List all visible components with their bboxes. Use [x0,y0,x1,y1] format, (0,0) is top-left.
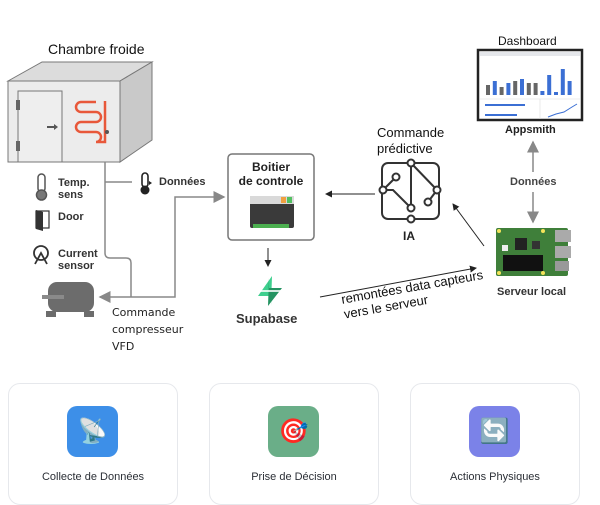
server-data-label: Données [510,176,557,188]
card-icon-tile: 🎯 [268,406,319,457]
refresh-icon: 🔄 [479,418,510,445]
dashboard-thumbnail-bar [547,75,552,95]
dashboard-thumbnail-bar [499,87,504,95]
current-sensor-label-line1: Current [58,248,98,260]
current-sensor-label-line2: sensor [58,260,95,272]
dashboard-thumbnail-bar [540,91,545,95]
appsmith-label: Appsmith [505,124,556,136]
card-label: Prise de Décision [251,471,337,483]
data-thermometer-icon [140,172,152,195]
satellite-dish-icon: 📡 [77,418,108,445]
control-box-label: Boitier de controle [228,160,314,188]
dashboard-thumbnail-bar [506,83,511,95]
controller-device-icon [250,196,294,228]
control-box-line2: de controle [238,174,304,188]
card-data-collection[interactable]: 📡 Collecte de Données [8,383,178,505]
dashboard-thumbnail-bar [567,81,572,95]
dashboard-thumbnail-bar [560,69,565,95]
local-server-label: Serveur local [497,286,567,298]
door-sensor-label: Door [58,211,84,223]
architecture-diagram [6,48,584,317]
predictive-command-line2: prédictive [377,141,433,156]
local-server-board-icon [496,228,571,276]
thermometer-icon [35,173,48,201]
dashboard-thumbnail-bar [526,83,531,95]
compressor-command-label: Commande compresseur VFD [112,304,183,355]
compressor-command-line2: compresseur [112,323,184,336]
current-sensor-label: Current sensor [58,248,98,272]
cold-room-title: Chambre froide [48,41,145,57]
card-label: Actions Physiques [450,471,540,483]
cold-room-icon [6,61,154,163]
compressor-command-line1: Commande [112,306,176,319]
card-label: Collecte de Données [41,471,145,483]
card-decision-making[interactable]: 🎯 Prise de Décision [209,383,379,505]
temp-sensor-label-line2: sens [58,189,84,201]
card-icon-tile: 🔄 [469,406,520,457]
ia-label: IA [403,229,415,243]
dashboard-thumbnail-bar [554,92,558,95]
supabase-label: Supabase [236,311,298,326]
supabase-logo-icon [258,276,282,306]
dashboard-thumbnail-bar [520,79,524,95]
temp-sensor-label: Temp. sens [58,177,90,201]
card-physical-actions[interactable]: 🔄 Actions Physiques [410,383,580,505]
compressor-icon [42,282,94,317]
dashboard-title: Dashboard [498,34,557,48]
target-dart-icon: 🎯 [278,418,309,445]
dashboard-thumbnail-bar [513,81,518,95]
predictive-command-label: Commande prédictive [377,125,444,157]
temp-sensor-label-line1: Temp. [58,177,90,189]
door-icon [35,210,50,231]
compressor-command-line3: VFD [112,340,135,353]
dashboard-screen-icon [476,48,584,122]
control-box-line1: Boitier [251,160,290,174]
dashboard-thumbnail-bar [533,83,538,95]
ia-network-icon [378,158,442,224]
current-sensor-icon [33,245,49,265]
data-label: Données [159,176,206,188]
dashboard-thumbnail-bar [492,81,497,95]
predictive-command-line1: Commande [377,125,445,140]
dashboard-thumbnail-bar [486,85,490,95]
card-icon-tile: 📡 [67,406,118,457]
